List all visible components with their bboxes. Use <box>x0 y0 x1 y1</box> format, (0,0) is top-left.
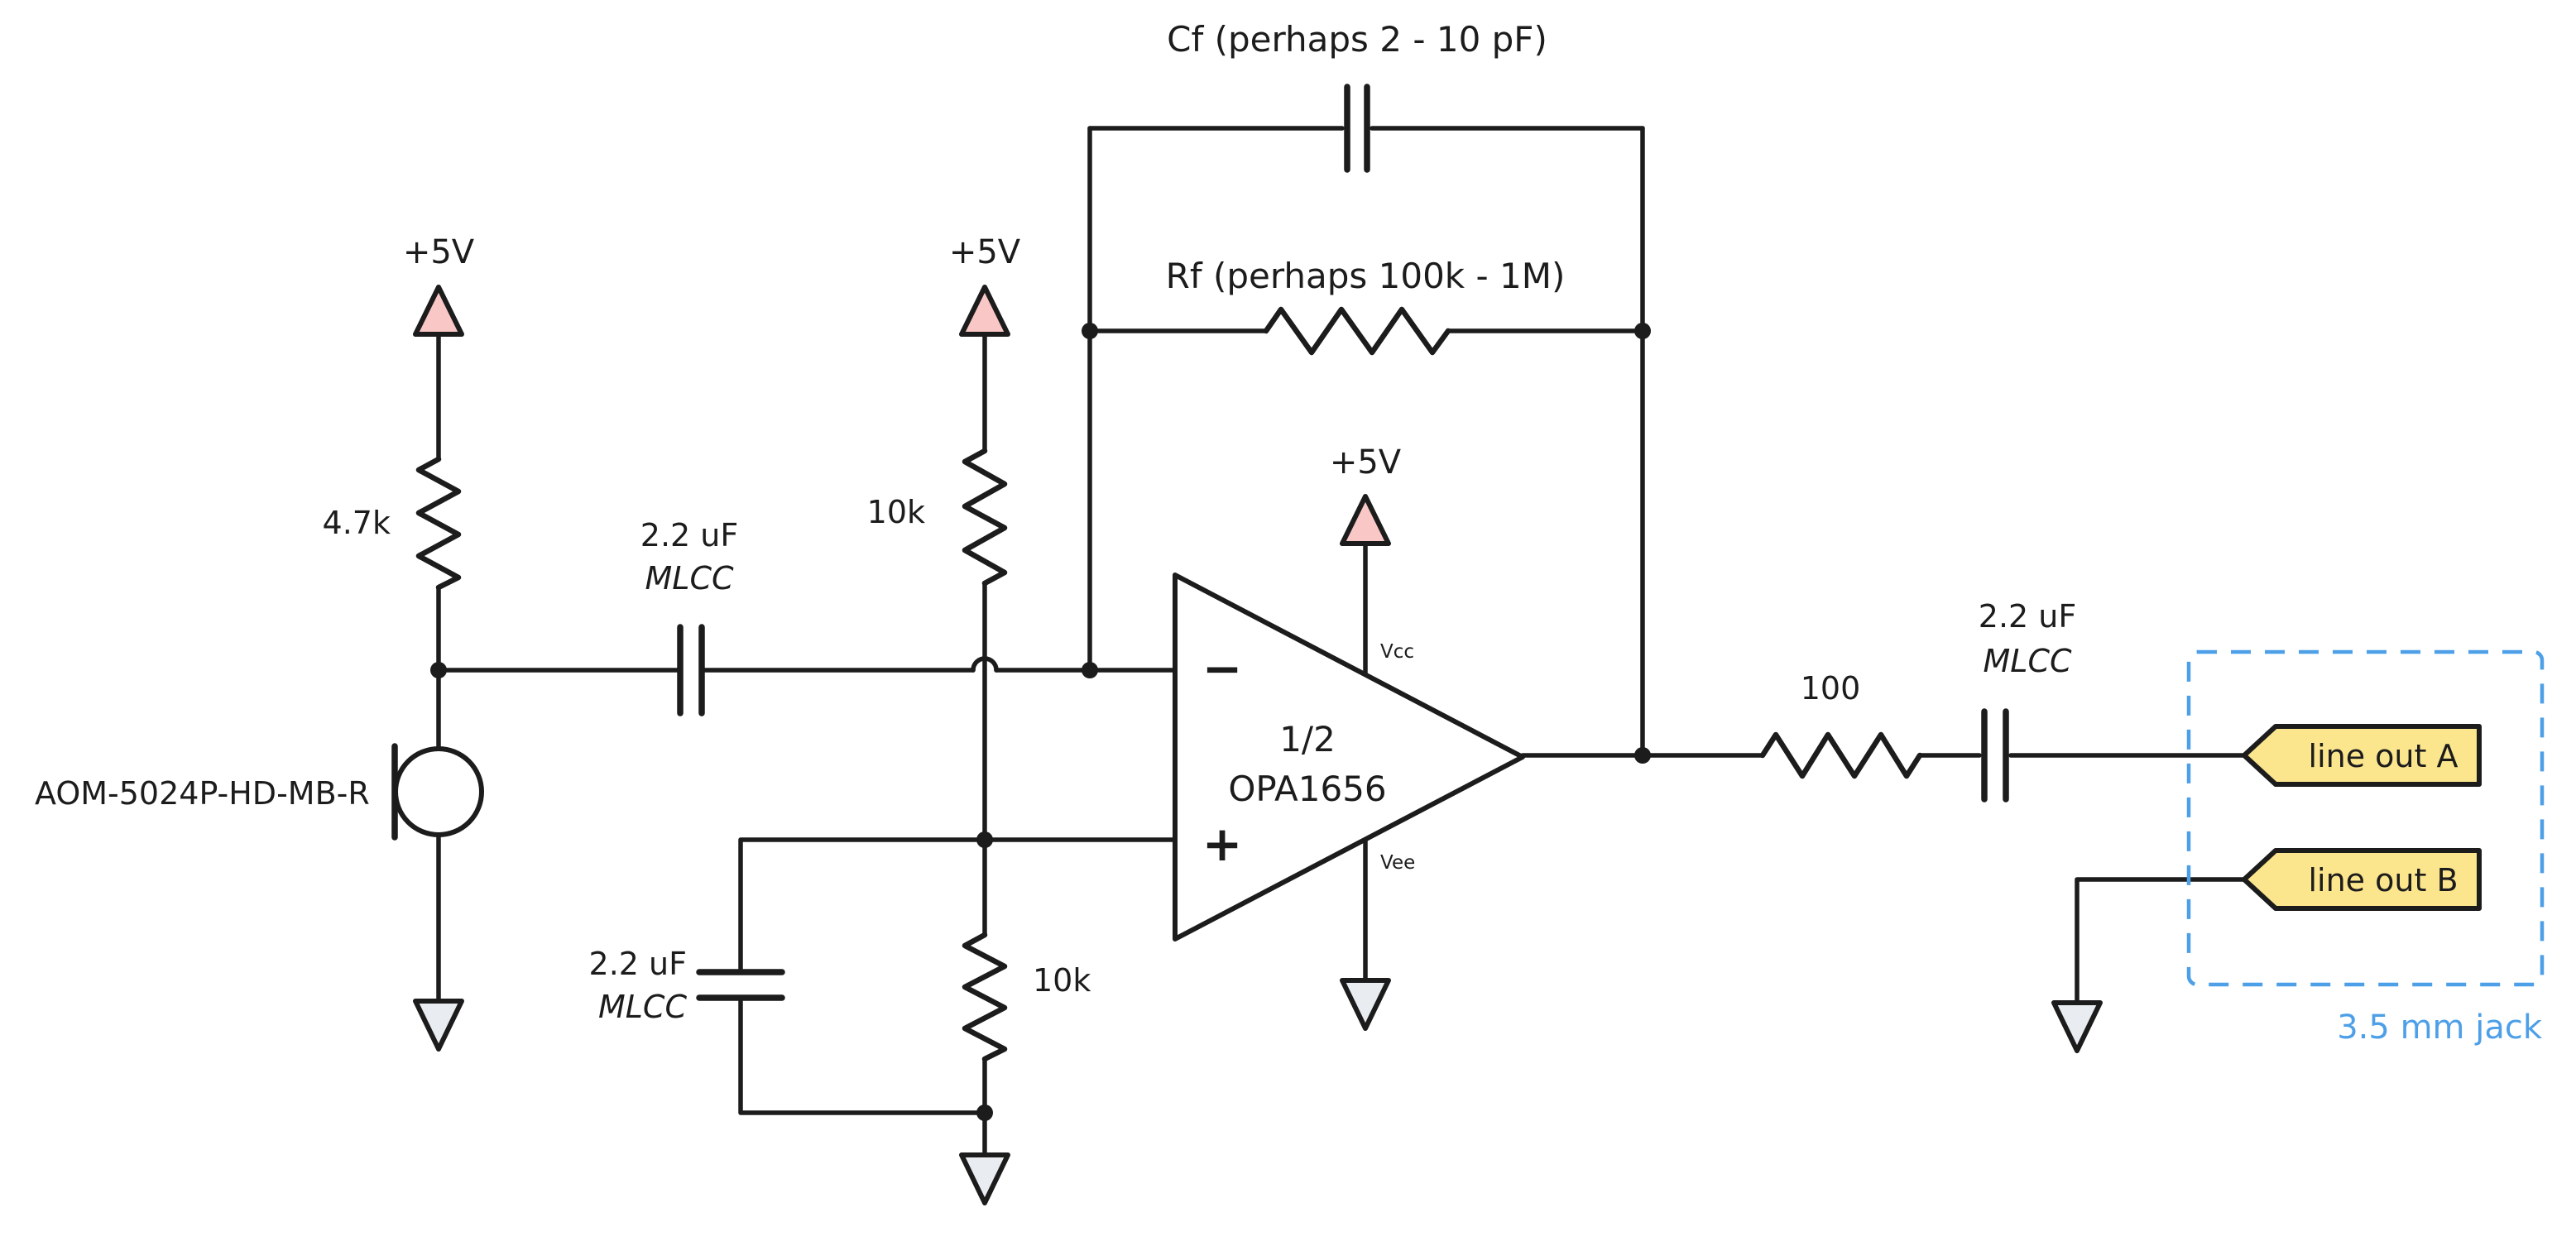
opamp-noninverting-label: + <box>1202 816 1243 872</box>
supply-label: +5V <box>403 233 475 271</box>
wire-noninverting-input <box>738 837 1178 971</box>
supply-triangle-icon <box>413 285 464 337</box>
output-cap-type-label: MLCC <box>1983 643 2071 679</box>
junction-dot <box>1082 662 1098 678</box>
series-output-resistor-label: 100 <box>1801 670 1861 707</box>
junction-dot <box>1634 323 1651 339</box>
supply-label: +5V <box>1330 443 1402 482</box>
ground-triangle-icon <box>959 1152 1010 1205</box>
resistors <box>415 306 1923 1062</box>
opamp-triangle <box>1173 573 1525 942</box>
output-section: line out A line out B 3.5 mm jack <box>2186 649 2545 1047</box>
component-labels: Cf (perhaps 2 - 10 pF) Rf (perhaps 100k … <box>35 19 2076 1025</box>
ground-triangle-icon <box>413 999 464 1052</box>
ground-triangle-icon <box>2051 1000 2103 1053</box>
line-out-b-label: line out B <box>2308 862 2458 898</box>
opamp-vcc-label: Vcc <box>1380 641 1414 663</box>
supply-symbols <box>413 285 1391 546</box>
junction-dots <box>430 323 1651 1121</box>
junction-dot <box>430 662 447 678</box>
opamp-half-label: 1/2 <box>1279 719 1336 759</box>
cf-label: Cf (perhaps 2 - 10 pF) <box>1167 19 1547 60</box>
bypass-cap-value-label: 2.2 uF <box>589 946 687 982</box>
capacitors <box>677 84 2009 1001</box>
input-cap-value-label: 2.2 uF <box>640 517 738 553</box>
ground-triangle-icon <box>1340 978 1391 1031</box>
output-cap-value-label: 2.2 uF <box>1979 598 2076 635</box>
ground-symbols <box>413 978 2103 1205</box>
supply-triangle-icon <box>959 285 1010 337</box>
divider-bottom-label: 10k <box>1033 962 1091 999</box>
bias-resistor-label: 4.7k <box>323 505 391 541</box>
opamp-vee-label: Vee <box>1380 852 1415 874</box>
divider-top-label: 10k <box>867 494 925 530</box>
bypass-cap-type-label: MLCC <box>598 989 687 1025</box>
rf-label: Rf (perhaps 100k - 1M) <box>1166 256 1566 296</box>
divider-top-resistor-symbol <box>962 448 1008 587</box>
supply-triangle-icon <box>1340 494 1391 546</box>
divider-bottom-resistor-symbol <box>962 932 1008 1062</box>
opamp-inverting-label: − <box>1202 640 1243 697</box>
line-out-a-label: line out A <box>2309 738 2458 774</box>
junction-dot <box>1082 323 1098 339</box>
series-output-resistor-symbol <box>1759 731 1923 779</box>
feedback-resistor-symbol <box>1263 306 1451 356</box>
opamp-symbol: − + 1/2 OPA1656 Vcc Vee <box>1173 573 1525 942</box>
supply-label: +5V <box>949 233 1021 271</box>
wire-bypass-cap-to-ground-junction <box>738 999 987 1115</box>
junction-dot <box>976 831 993 848</box>
opamp-part-label: OPA1656 <box>1228 769 1386 809</box>
mic-part-label: AOM-5024P-HD-MB-R <box>35 775 370 812</box>
junction-dot <box>1634 747 1651 764</box>
jack-label: 3.5 mm jack <box>2337 1009 2543 1047</box>
line-out-a-tag <box>2242 724 2482 787</box>
bias-resistor-symbol <box>415 456 462 591</box>
wires <box>436 126 2247 1157</box>
line-out-b-tag <box>2242 848 2482 911</box>
microphone-symbol <box>391 743 484 841</box>
mic-circle <box>393 746 484 837</box>
input-cap-type-label: MLCC <box>645 560 733 597</box>
junction-dot <box>976 1104 993 1121</box>
